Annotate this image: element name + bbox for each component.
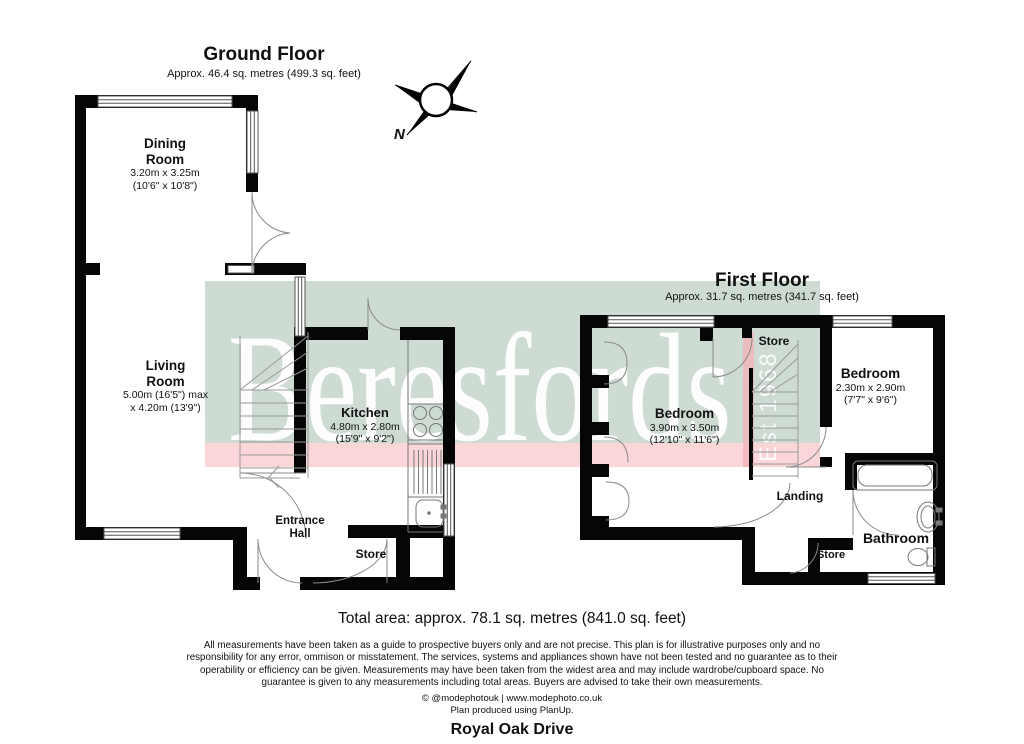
- ground-floor-title: Ground Floor: [203, 44, 325, 65]
- ground-floor-area: Approx. 46.4 sq. metres (499.3 sq. feet): [167, 68, 361, 80]
- property-name: Royal Oak Drive: [450, 721, 574, 738]
- first-floor-stairs: [751, 340, 799, 478]
- ground-floor-windows: [97, 95, 455, 540]
- bedroom-main-label: Bedroom 3.90m x 3.50m (12'10" x 11'6"): [612, 406, 757, 447]
- bathroom-label: Bathroom: [862, 530, 930, 546]
- kitchen-name: Kitchen: [341, 405, 389, 420]
- credit-line: © @modephotouk | www.modephoto.co.uk: [421, 693, 603, 704]
- first-floor-plan: [580, 315, 945, 585]
- bedroom-main-size-imperial: (12'10" x 11'6"): [649, 434, 720, 446]
- ground-floor-doors: [239, 191, 401, 584]
- bedroom-second-size-metric: 2.30m x 2.90m: [835, 381, 906, 394]
- landing-label: Landing: [776, 489, 824, 503]
- watermark-red-stripe: [743, 332, 754, 467]
- kitchen-size-imperial: (15'9" x 9'2"): [335, 433, 395, 445]
- compass-icon: [394, 60, 478, 136]
- toilet-icon: [907, 547, 936, 567]
- first-floor-area: Approx. 31.7 sq. metres (341.7 sq. feet): [665, 291, 859, 303]
- bathroom-fixtures: [852, 460, 943, 567]
- bath-icon: [852, 460, 938, 491]
- living-room-size-metric: 5.00m (16'5") max: [122, 389, 209, 401]
- dining-room-label: Dining Room 3.20m x 3.25m (10'6" x 10'8"…: [95, 136, 235, 192]
- first-floor-windows: [607, 315, 936, 584]
- wardrobe-doors: [603, 341, 630, 521]
- hob-icon: [413, 406, 443, 437]
- dining-room-name: Dining Room: [144, 136, 186, 167]
- total-area-text: Total area: approx. 78.1 sq. metres (841…: [337, 610, 687, 627]
- kitchen-fixtures: [407, 340, 447, 533]
- living-room-size-imperial: x 4.20m (13'9"): [130, 401, 201, 414]
- stairs-store-label: Store: [758, 334, 790, 348]
- ground-floor-plan: [75, 95, 455, 590]
- living-room-label: Living Room 5.00m (16'5") max x 4.20m (1…: [88, 358, 243, 414]
- ground-store-label: Store: [355, 547, 387, 561]
- bedroom-second-label: Bedroom 2.30m x 2.90m (7'7" x 9'6"): [818, 366, 923, 407]
- bedroom-main-size-metric: 3.90m x 3.50m: [649, 421, 720, 434]
- landing-store-label: Store: [816, 549, 846, 561]
- bedroom-main-name: Bedroom: [654, 406, 715, 421]
- first-floor-title: First Floor: [715, 270, 809, 291]
- ground-floor-stairs: [239, 332, 309, 489]
- software-credit-line: Plan produced using PlanUp.: [450, 705, 574, 716]
- living-room-name: Living Room: [145, 358, 186, 389]
- dining-room-size-imperial: (10'6" x 10'8"): [132, 179, 198, 192]
- basin-icon: [916, 501, 943, 533]
- dining-room-size-metric: 3.20m x 3.25m: [130, 167, 200, 179]
- bedroom-second-name: Bedroom: [840, 366, 901, 381]
- sink-icon: [415, 499, 447, 528]
- kitchen-label: Kitchen 4.80m x 2.80m (15'9" x 9'2"): [310, 405, 420, 446]
- disclaimer-text: All measurements have been taken as a gu…: [186, 640, 838, 688]
- bedroom-second-size-imperial: (7'7" x 9'6"): [844, 394, 897, 406]
- compass-north-label: N: [394, 126, 405, 143]
- drainer-icon: [413, 450, 442, 494]
- entrance-hall-label: Entrance Hall: [275, 515, 325, 540]
- first-floor-doors: [603, 337, 899, 574]
- kitchen-size-metric: 4.80m x 2.80m: [330, 420, 400, 433]
